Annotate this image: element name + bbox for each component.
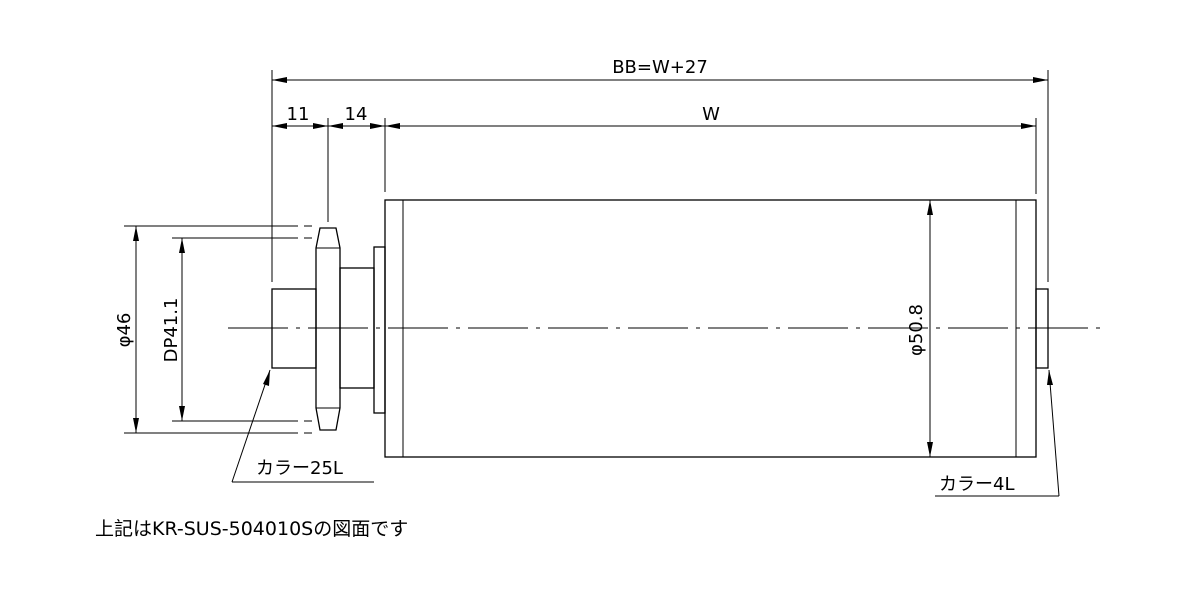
shaft-hub <box>339 246 386 414</box>
right-collar <box>1035 288 1049 369</box>
leader-lines <box>231 369 1060 497</box>
drawing-note: 上記はKR-SUS-504010Sの図面です <box>95 518 409 540</box>
dim-roller-width: W <box>702 104 720 125</box>
extension-lines <box>124 70 1049 458</box>
dim-flange-diameter: φ46 <box>114 313 135 348</box>
dim-shaft-left-length: 14 <box>345 104 368 125</box>
dimension-lines <box>133 77 1048 457</box>
dim-overall-length: BB=W+27 <box>612 57 708 78</box>
dim-collar-left-length: 11 <box>287 104 310 125</box>
callout-collar-left: カラー25L <box>256 458 343 479</box>
dim-roller-diameter: φ50.8 <box>906 304 927 356</box>
dim-pitch-diameter: DP41.1 <box>161 298 182 363</box>
sprocket-flange <box>315 227 341 431</box>
callout-collar-right: カラー4L <box>939 474 1014 495</box>
